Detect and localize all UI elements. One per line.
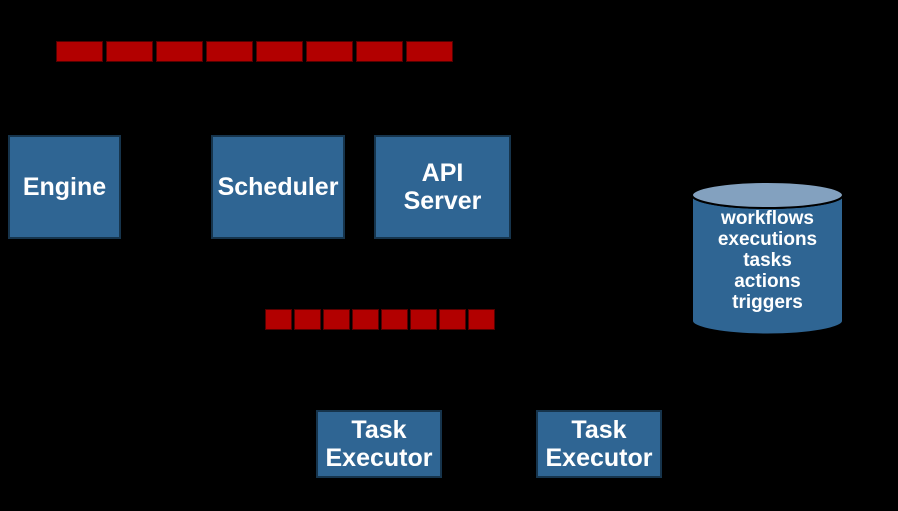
database-item-label: tasks — [743, 250, 792, 271]
queue-segment — [206, 41, 253, 62]
task-executor-2-label-line1: Task — [571, 416, 627, 444]
queue-segment — [410, 309, 437, 330]
queue-segment — [352, 309, 379, 330]
database-cylinder-icon — [691, 181, 844, 336]
message-queue-middle — [265, 309, 495, 330]
task-executor-box-2: Task Executor — [536, 410, 662, 478]
message-queue-top — [56, 41, 453, 62]
queue-segment — [265, 309, 292, 330]
queue-segment — [381, 309, 408, 330]
database-item-label: actions — [734, 271, 801, 292]
task-executor-box-1: Task Executor — [316, 410, 442, 478]
database-cylinder-top — [691, 181, 844, 209]
queue-segment — [439, 309, 466, 330]
queue-segment — [406, 41, 453, 62]
database-item-label: workflows — [721, 208, 814, 229]
engine-label: Engine — [22, 173, 107, 201]
scheduler-label: Scheduler — [217, 173, 339, 201]
queue-segment — [323, 309, 350, 330]
database-item-label: executions — [717, 229, 818, 250]
task-executor-2-label-line2: Executor — [545, 444, 653, 472]
scheduler-box: Scheduler — [211, 135, 345, 239]
task-executor-1-label-line2: Executor — [325, 444, 433, 472]
queue-segment — [56, 41, 103, 62]
api-server-box: API Server — [374, 135, 511, 239]
api-server-label-line1: API — [421, 159, 464, 187]
queue-segment — [294, 309, 321, 330]
database-item-label: triggers — [732, 292, 803, 313]
queue-segment — [468, 309, 495, 330]
queue-segment — [306, 41, 353, 62]
task-executor-1-label-line1: Task — [351, 416, 407, 444]
queue-segment — [356, 41, 403, 62]
api-server-label-line2: Server — [403, 187, 482, 215]
engine-box: Engine — [8, 135, 121, 239]
queue-segment — [256, 41, 303, 62]
queue-segment — [106, 41, 153, 62]
queue-segment — [156, 41, 203, 62]
